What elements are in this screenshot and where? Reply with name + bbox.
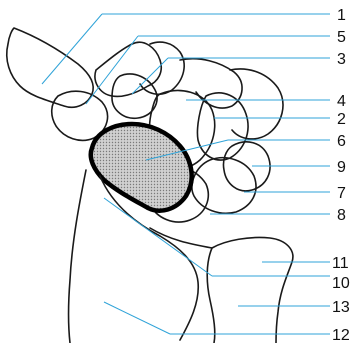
label-11: 11 [332, 255, 349, 272]
label-10: 10 [332, 275, 350, 292]
scaphoid-highlight [91, 124, 192, 211]
label-6: 6 [337, 133, 346, 150]
label-9: 9 [337, 159, 346, 176]
leader-3 [132, 58, 168, 94]
metacarpal-2-base-outline [95, 42, 161, 96]
label-13: 13 [332, 299, 350, 316]
metacarpal-4-base-outline [180, 59, 242, 108]
label-1: 1 [337, 7, 346, 24]
label-12: 12 [332, 327, 350, 343]
metacarpal-5-base-outline [230, 69, 283, 139]
label-3: 3 [337, 51, 346, 68]
label-4: 4 [337, 93, 346, 110]
label-7: 7 [337, 185, 346, 202]
label-5: 5 [337, 29, 346, 46]
label-8: 8 [337, 207, 346, 224]
label-2: 2 [337, 111, 346, 128]
leader-12 [104, 302, 170, 334]
hamate-outline [197, 93, 248, 160]
leader-1 [42, 14, 102, 84]
ulna-outline [207, 237, 293, 343]
